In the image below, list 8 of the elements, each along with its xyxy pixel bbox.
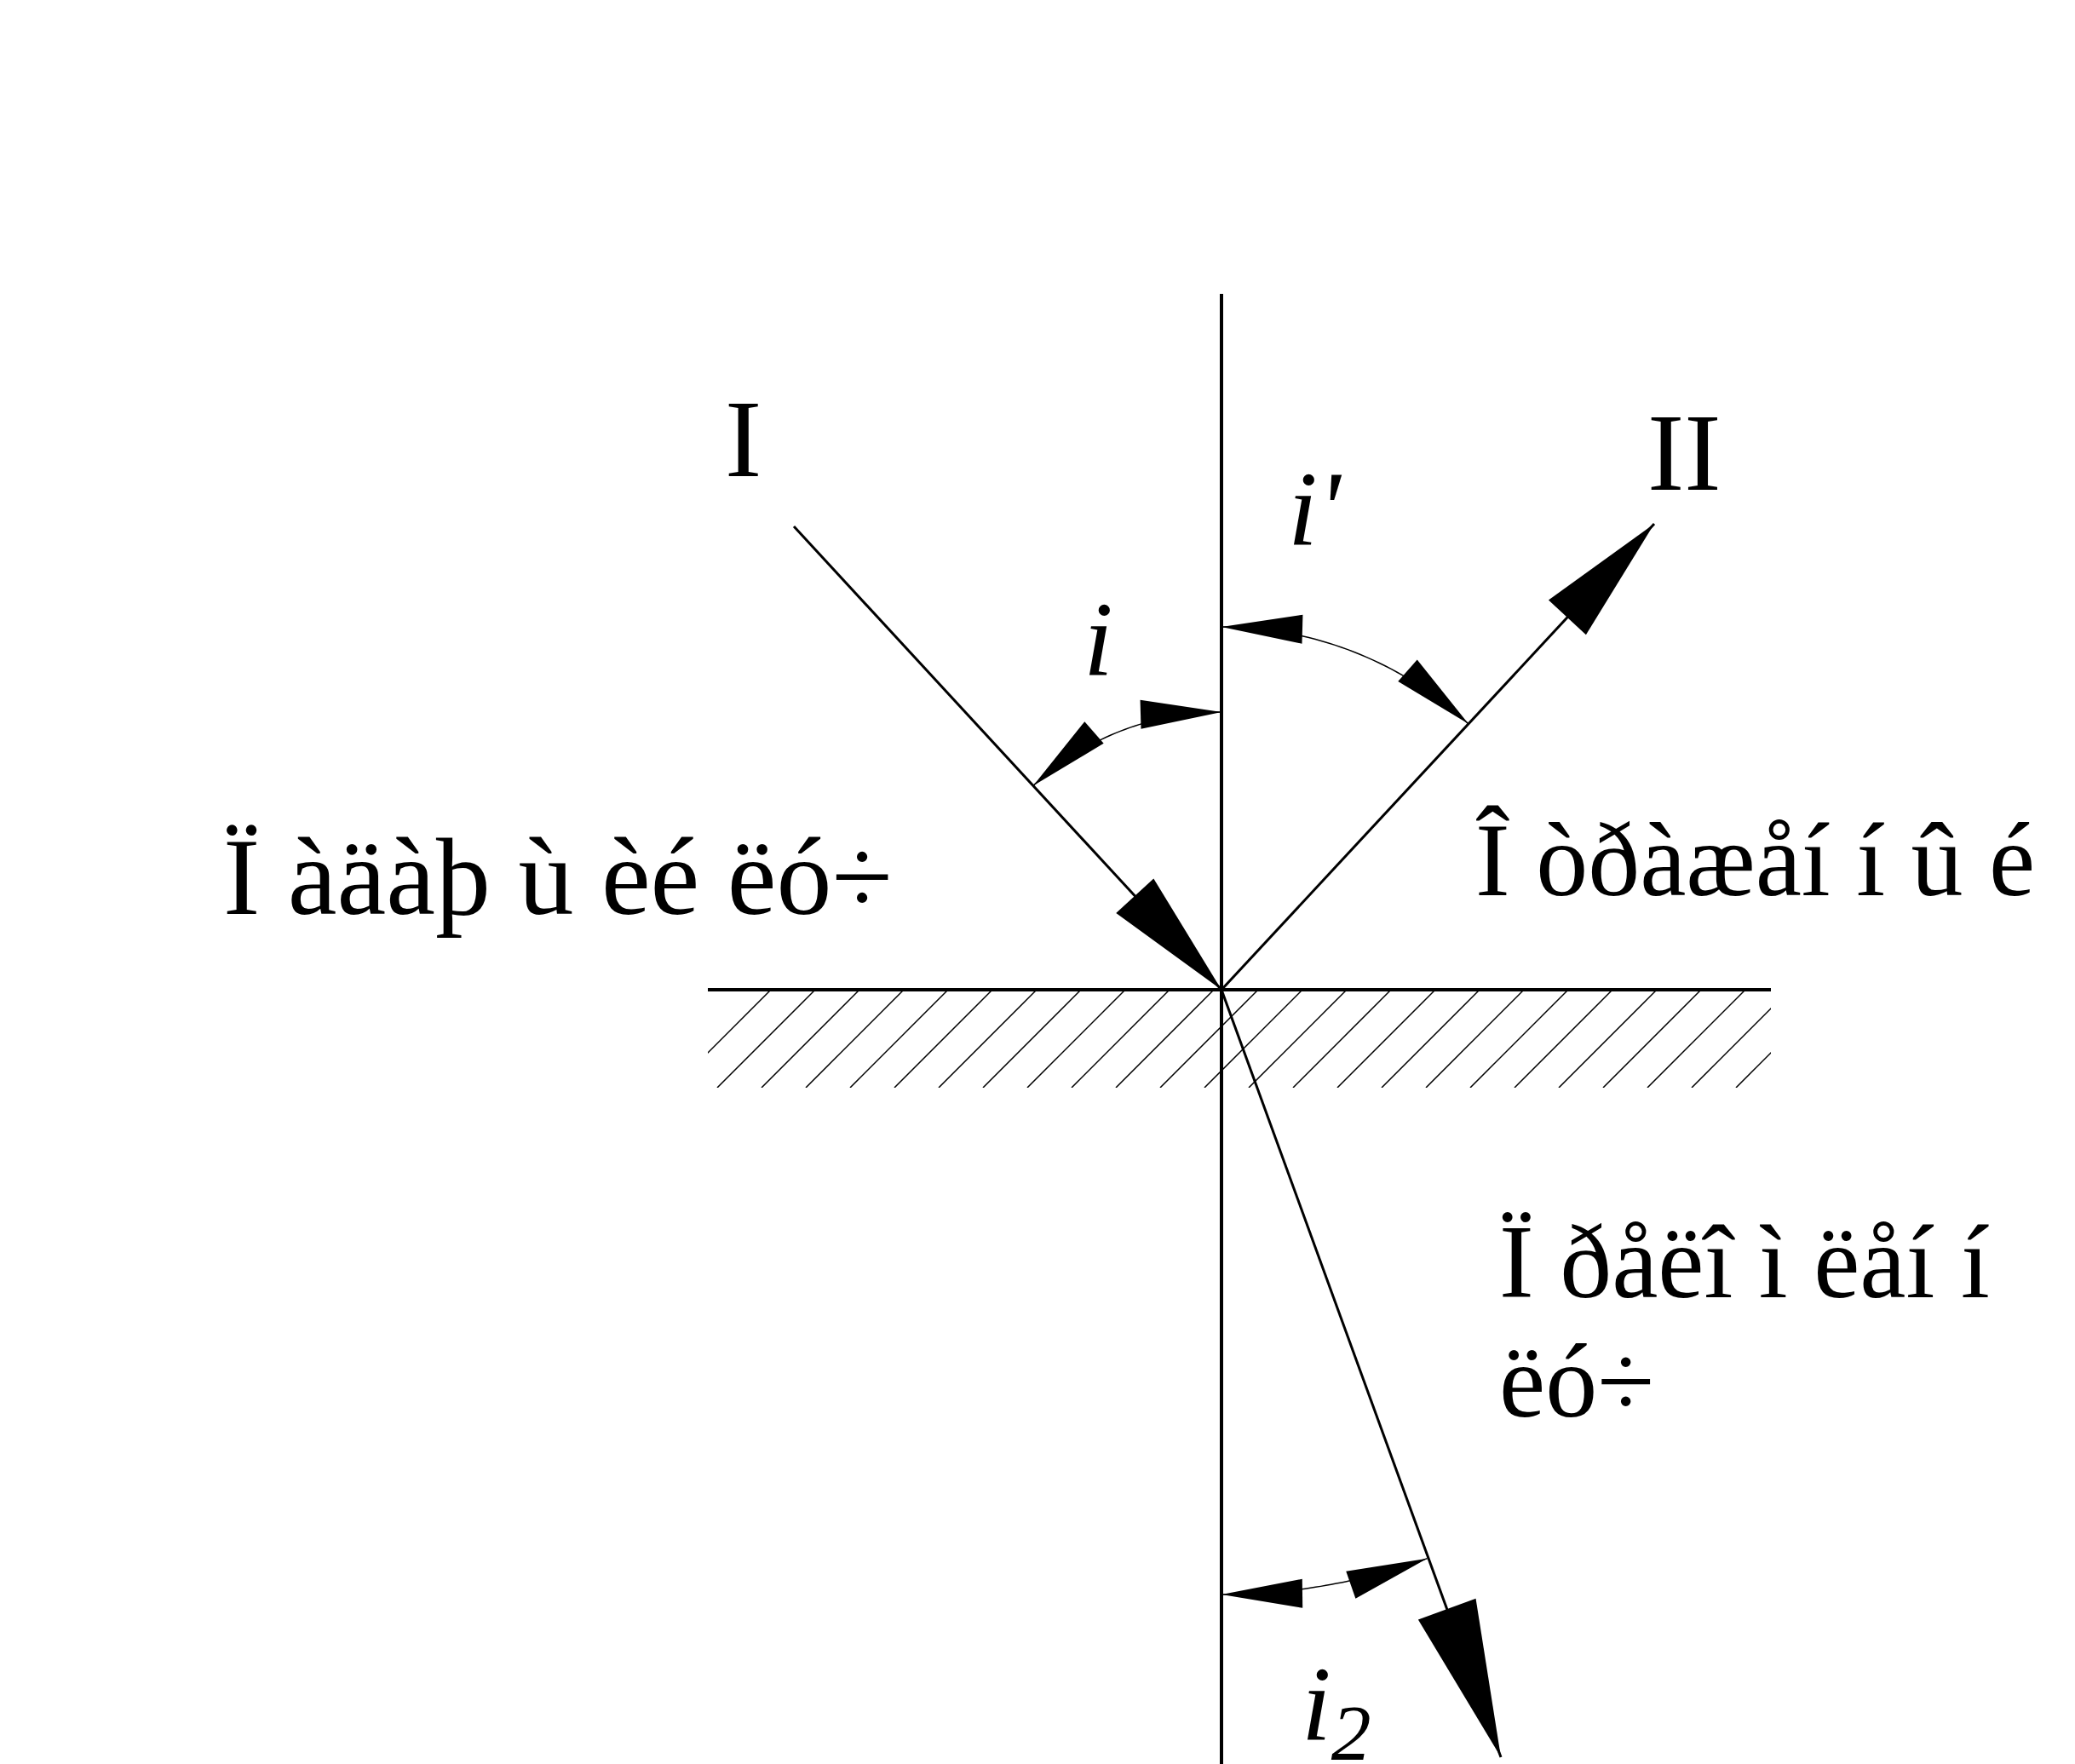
angle-label: i$_{2}$ [1302, 1645, 1371, 1764]
angle-label: i [1083, 580, 1113, 700]
ray-caption: Î òðàæåí í û é [1475, 802, 2036, 919]
ray-caption: Ï àäàþ ù èé ëó÷ [223, 814, 893, 939]
ray-label: II [1647, 390, 1722, 515]
ray-caption: Ï ðåëî ì ëåí í ëó÷ [1499, 1204, 1991, 1441]
ray-label: I [725, 376, 762, 502]
angle-label: i' [1288, 450, 1341, 570]
